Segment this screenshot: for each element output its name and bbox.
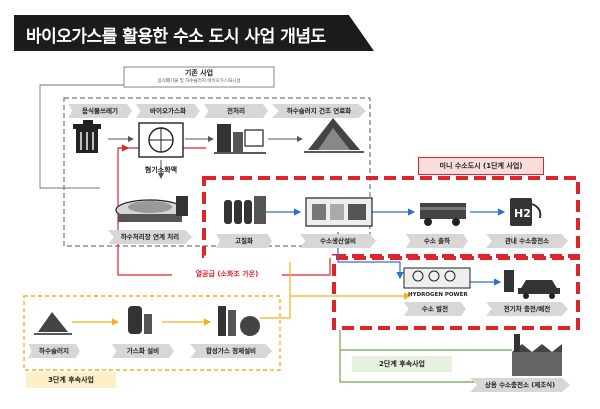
hydrogen-power-text: HYDROGEN POWER	[408, 292, 468, 298]
step-sludge-drying: 하수슬러지 건조 연료화	[272, 104, 366, 118]
page-title: 바이오가스를 활용한 수소 도시 사업 개념도	[26, 27, 326, 47]
effluent-label: 혐기소화액	[144, 166, 178, 174]
step-syngas-purifier: 합성가스 정제설비	[190, 344, 272, 358]
sludge-dryer-icon	[304, 118, 364, 153]
existing-project-sublabel: 음식폐기물 및 하수슬러지 바이오가스화시설	[157, 79, 241, 84]
existing-project-label: 기존 사업	[184, 69, 214, 77]
title-bar: 바이오가스를 활용한 수소 도시 사업 개념도	[14, 15, 374, 51]
step-sewage-sludge: 하수슬러지	[28, 344, 80, 358]
step-hydrogen-shipping: 수소 출하	[406, 234, 468, 248]
step-ev-charging: 전기차 충전/배전	[486, 302, 568, 316]
heat-supply-label: 열공급 (소화조 가온)	[172, 269, 282, 279]
step-local-station: 관내 수소충전소	[486, 234, 568, 248]
step-commercial-station: 상용 수소충전소 (제조식)	[470, 378, 570, 392]
sludge-pile-icon	[34, 312, 72, 335]
h2-pump-icon	[510, 198, 542, 226]
gasifier-icon	[128, 306, 152, 334]
step-pretreatment: 전처리	[204, 104, 268, 118]
pretreatment-icon	[214, 124, 266, 154]
step-hydrogen-power: 수소 발전	[404, 302, 466, 316]
stage3-label: 3단계 후속사업	[26, 372, 116, 388]
step-densification: 고질화	[216, 234, 272, 248]
fuel-cell-icon	[403, 267, 471, 289]
wastewater-treatment-icon	[115, 196, 188, 222]
existing-project-box	[123, 66, 275, 88]
stage2-label: 2단계 후속사업	[352, 356, 452, 372]
biogas-digester-icon	[138, 122, 184, 158]
mini-city-frame-bottom	[332, 254, 580, 330]
stage3-frame	[23, 295, 281, 371]
hydrogen-production-icon	[305, 197, 373, 227]
wastewater-treatment-label: 하수처리장 연계 처리	[108, 230, 192, 244]
tube-trailer-icon	[420, 203, 466, 226]
step-gasifier: 가스화 설비	[112, 344, 174, 358]
gas-cylinders-icon	[224, 196, 266, 224]
ev-charging-icon	[504, 270, 560, 299]
mini-city-label: 미니 수소도시 (1단계 사업)	[418, 157, 544, 175]
step-food-waste: 음식물쓰레기	[68, 104, 132, 118]
existing-project-frame	[63, 97, 371, 247]
h2-icon-label: H2	[514, 207, 531, 220]
trash-icon	[73, 120, 101, 153]
step-hydrogen-production: 수소생산설비	[300, 234, 376, 248]
factory-icon	[512, 334, 562, 376]
syngas-purifier-icon	[218, 306, 260, 336]
step-biogasification: 바이오가스화	[136, 104, 200, 118]
